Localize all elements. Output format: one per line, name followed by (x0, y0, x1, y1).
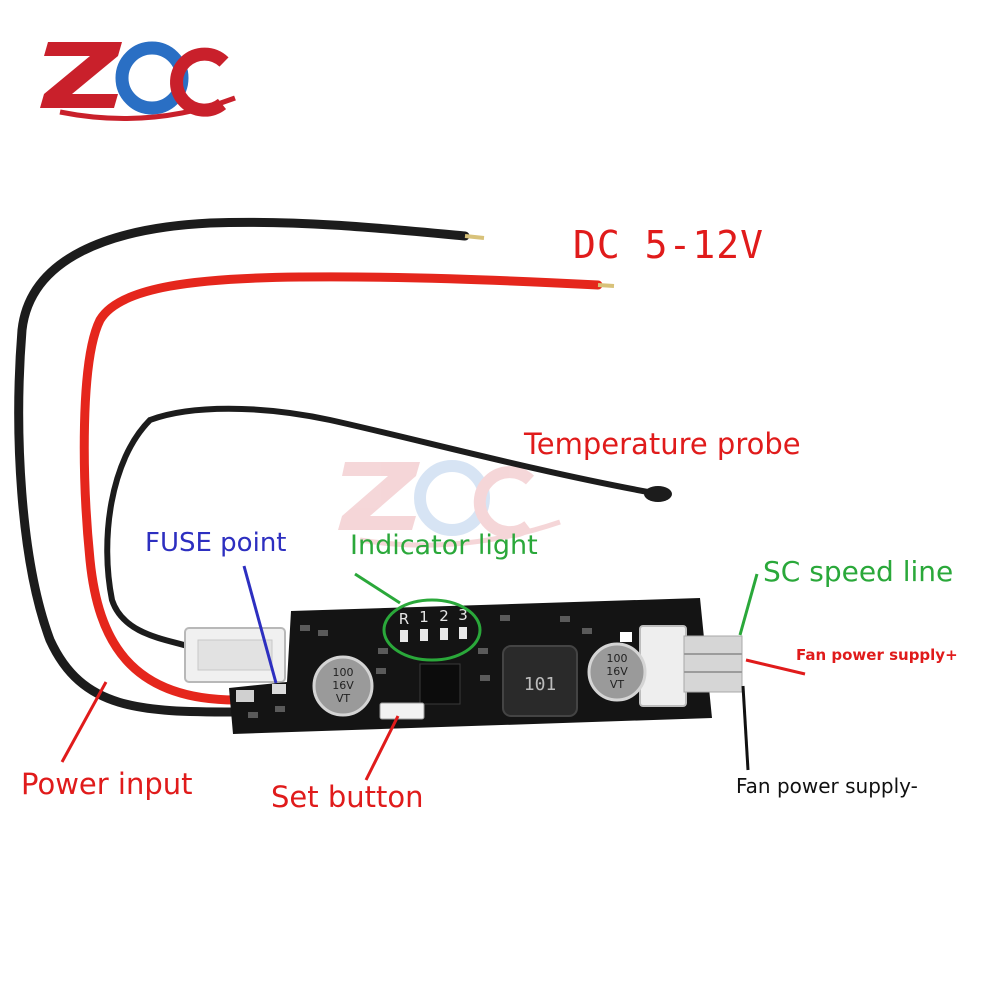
set-button-part (379, 702, 425, 720)
inductor-marking: 101 (524, 674, 557, 695)
set-pointer (364, 715, 400, 781)
cap-right-voltage: 16V (606, 665, 628, 678)
power-wire-black (14, 217, 470, 717)
cap-right-value: 100 (607, 652, 628, 665)
capacitor-left (312, 655, 374, 717)
fuse-pad (272, 684, 286, 694)
indicator-pointer (354, 572, 401, 605)
led-mark-1: 1 (419, 608, 429, 626)
temperature-probe-head (644, 486, 672, 502)
temperature-probe-wire (104, 405, 651, 653)
fan-power-plus-label: Fan power supply+ (796, 646, 958, 664)
zqc-watermark (338, 460, 561, 548)
logo-z-shape (40, 42, 122, 108)
fuse-pointer (242, 565, 278, 684)
controller-ic (419, 663, 461, 705)
red-wire-tip (597, 283, 615, 288)
led-mark-2: 2 (439, 607, 449, 625)
fan-ribbon-cable (683, 635, 743, 693)
probe-connector-slot (197, 639, 273, 671)
dc-voltage-label: DC 5-12V (573, 223, 765, 267)
power-input-label: Power input (21, 767, 193, 801)
power-pad (236, 690, 254, 702)
zqc-logo (40, 41, 236, 121)
indicator-leds (400, 627, 467, 642)
fuse-point-label: FUSE point (145, 528, 287, 558)
led-mark-r: R (399, 610, 409, 628)
fan-plus-pointer (745, 658, 806, 676)
watermark-z-shape (338, 462, 420, 530)
fan-minus-pointer (741, 685, 750, 771)
set-button-label: Set button (271, 780, 424, 814)
cap-left-series: VT (336, 692, 351, 705)
indicator-highlight-ring (382, 598, 482, 662)
smd-components (248, 615, 632, 718)
watermark-c-arc (473, 466, 535, 539)
cap-right-series: VT (610, 678, 625, 691)
logo-swoosh (59, 95, 236, 121)
watermark-swoosh (359, 519, 561, 548)
fan-power-minus-label: Fan power supply- (736, 774, 918, 798)
power-pointer (60, 681, 108, 763)
capacitor-right (587, 642, 647, 702)
inductor (502, 645, 578, 717)
cap-left-value: 100 (333, 666, 354, 679)
watermark-q-ring (414, 460, 490, 536)
black-wire-tip (464, 234, 485, 240)
power-wire-red (79, 272, 603, 705)
indicator-light-label: Indicator light (350, 530, 538, 561)
fan-connector (639, 625, 687, 707)
temperature-probe-label: Temperature probe (524, 427, 801, 461)
sc-speed-line-label: SC speed line (763, 555, 954, 588)
cap-left-voltage: 16V (332, 679, 354, 692)
sc-pointer (738, 573, 759, 636)
led-mark-3: 3 (458, 606, 468, 624)
